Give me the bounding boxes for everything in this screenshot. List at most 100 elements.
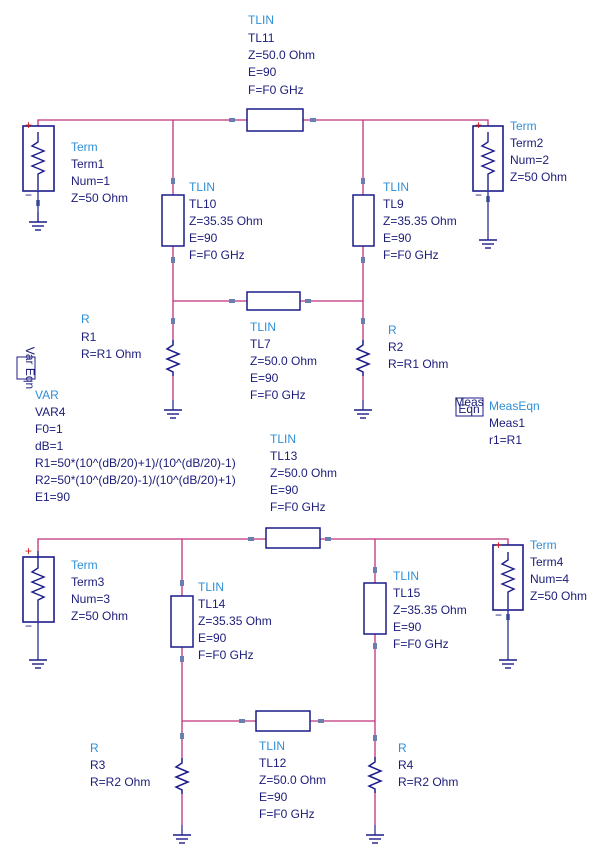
- tl12-label: TLIN TL12 Z=50.0 Ohm E=90 F=F0 GHz: [259, 739, 326, 821]
- tl7-label: TLIN TL7 Z=50.0 Ohm E=90 F=F0 GHz: [250, 320, 317, 402]
- term2-symbol[interactable]: [472, 125, 504, 249]
- r4-ground-icon: [365, 824, 385, 844]
- label-text-8: Var Eqn: [23, 347, 37, 389]
- term1-label: Term Term1 Num=1 Z=50 Ohm: [71, 140, 128, 205]
- label-text-10: Eqn: [458, 402, 479, 416]
- label-text-35: R1: [81, 330, 97, 344]
- label-text-16: Term: [71, 140, 98, 154]
- label-text-49: R1=50*(10^(dB/20)+1)/(10^(dB/20)-1): [35, 456, 236, 470]
- label-text-41: F=F0 GHz: [250, 388, 306, 402]
- label-text-75: Z=35.35 Ohm: [393, 603, 467, 617]
- meas1-icon[interactable]: Meas Eqn: [454, 395, 484, 417]
- label-text-25: TL10: [189, 197, 217, 211]
- label-text-1: +: [475, 118, 482, 132]
- label-text-38: TL7: [250, 337, 271, 351]
- label-text-9: Meas: [454, 395, 483, 409]
- label-text-72: F=F0 GHz: [198, 648, 254, 662]
- term1-symbol[interactable]: [22, 125, 55, 231]
- label-text-32: E=90: [383, 231, 412, 245]
- label-text-69: TL14: [198, 597, 226, 611]
- tl15-label: TLIN TL15 Z=35.35 Ohm E=90 F=F0 GHz: [393, 569, 467, 651]
- term4-label: Term Term4 Num=4 Z=50 Ohm: [530, 538, 587, 603]
- label-text-6: −: [25, 619, 32, 633]
- label-text-47: F0=1: [35, 422, 63, 436]
- label-text-26: Z=35.35 Ohm: [189, 214, 263, 228]
- label-text-40: E=90: [250, 371, 279, 385]
- label-text-43: R2: [388, 340, 404, 354]
- var4-icon[interactable]: Var Eqn: [16, 347, 37, 389]
- label-text-82: TL12: [259, 756, 287, 770]
- r4-symbol[interactable]: [367, 757, 383, 793]
- label-text-81: TLIN: [259, 739, 285, 753]
- label-text-18: Num=1: [71, 174, 110, 188]
- label-text-24: TLIN: [189, 180, 215, 194]
- label-text-30: TL9: [383, 197, 404, 211]
- tl11-symbol[interactable]: [246, 108, 304, 132]
- label-text-27: E=90: [189, 231, 218, 245]
- label-text-57: Z=50.0 Ohm: [270, 466, 337, 480]
- tl14-symbol[interactable]: [170, 595, 194, 648]
- tl14-label: TLIN TL14 Z=35.35 Ohm E=90 F=F0 GHz: [198, 580, 272, 662]
- label-text-61: Term3: [71, 575, 105, 589]
- term-minus-marks: − − − −: [25, 188, 502, 633]
- tl12-symbol[interactable]: [255, 710, 311, 732]
- label-text-56: TL13: [270, 449, 298, 463]
- label-text-85: F=F0 GHz: [259, 807, 315, 821]
- label-text-17: Term1: [71, 157, 105, 171]
- tl13-label: TLIN TL13 Z=50.0 Ohm E=90 F=F0 GHz: [270, 432, 337, 514]
- tl11-label: TLIN TL11 Z=50.0 Ohm E=90 F=F0 GHz: [248, 13, 315, 97]
- label-text-19: Z=50 Ohm: [71, 191, 128, 205]
- tl9-symbol[interactable]: [352, 194, 375, 247]
- label-text-80: R=R2 Ohm: [90, 775, 150, 789]
- r2-ground-icon: [353, 399, 373, 419]
- label-text-53: Meas1: [489, 416, 525, 430]
- term4-symbol[interactable]: [492, 544, 524, 669]
- label-text-86: R: [398, 741, 407, 755]
- term-plus-marks: + + + +: [25, 118, 502, 558]
- term3-symbol[interactable]: [22, 551, 55, 669]
- label-text-33: F=F0 GHz: [383, 248, 439, 262]
- meas1-label: MeasEqn Meas1 r1=R1: [489, 399, 540, 447]
- label-text-7: −: [495, 608, 502, 622]
- label-text-66: Num=4: [530, 572, 569, 586]
- r2-label: R R2 R=R1 Ohm: [388, 323, 448, 371]
- label-text-78: R: [90, 741, 99, 755]
- label-text-42: R: [388, 323, 397, 337]
- pin-markers: [36, 118, 510, 741]
- label-text-59: F=F0 GHz: [270, 500, 326, 514]
- tl7-symbol[interactable]: [246, 291, 301, 311]
- term3-label: Term Term3 Num=3 Z=50 Ohm: [71, 558, 128, 623]
- label-text-0: +: [25, 118, 32, 132]
- label-text-87: R4: [398, 758, 414, 772]
- label-text-4: −: [25, 188, 32, 202]
- label-text-73: TLIN: [393, 569, 419, 583]
- label-text-55: TLIN: [270, 432, 296, 446]
- label-text-74: TL15: [393, 586, 421, 600]
- label-text-60: Term: [71, 558, 98, 572]
- label-text-21: Term2: [510, 136, 544, 150]
- tl11-name: TL11: [248, 31, 275, 45]
- label-text-50: R2=50*(10^(dB/20)-1)/(10^(dB/20)+1): [35, 473, 236, 487]
- r1-symbol[interactable]: [165, 340, 181, 376]
- label-text-64: Term: [530, 538, 557, 552]
- tl11-z: Z=50.0 Ohm: [248, 48, 315, 62]
- label-text-3: +: [495, 538, 502, 552]
- tl10-symbol[interactable]: [161, 194, 185, 247]
- label-text-51: E1=90: [35, 490, 70, 504]
- r2-symbol[interactable]: [355, 340, 371, 376]
- tl11-type: TLIN: [248, 13, 274, 27]
- tl13-symbol[interactable]: [265, 527, 321, 549]
- label-text-36: R=R1 Ohm: [81, 347, 141, 361]
- label-text-31: Z=35.35 Ohm: [383, 214, 457, 228]
- label-text-84: E=90: [259, 790, 288, 804]
- label-text-71: E=90: [198, 631, 227, 645]
- label-text-29: TLIN: [383, 180, 409, 194]
- tl15-symbol[interactable]: [363, 582, 387, 635]
- label-text-48: dB=1: [35, 439, 64, 453]
- label-text-39: Z=50.0 Ohm: [250, 354, 317, 368]
- r3-symbol[interactable]: [174, 758, 190, 794]
- r4-label: R R4 R=R2 Ohm: [398, 741, 458, 789]
- label-text-62: Num=3: [71, 592, 110, 606]
- label-text-77: F=F0 GHz: [393, 637, 449, 651]
